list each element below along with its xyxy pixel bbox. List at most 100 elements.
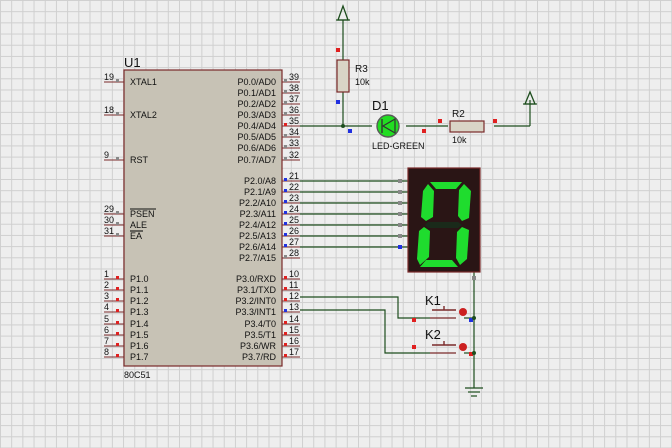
pin-number: 19 [104, 72, 114, 82]
segment-g [425, 222, 462, 228]
pin-number: 28 [289, 248, 299, 258]
junction-k2 [472, 351, 476, 355]
led-d1[interactable]: D1 LED-GREEN [348, 98, 426, 151]
pin-name: RST [130, 155, 149, 165]
pin-number: 36 [289, 105, 299, 115]
mcu-ref: U1 [124, 55, 141, 70]
pin-name: P0.4/AD4 [237, 121, 276, 131]
pin-number: 2 [104, 280, 109, 290]
pin-number: 4 [104, 302, 109, 312]
display-pin [398, 190, 402, 194]
pin-number: 12 [289, 291, 299, 301]
pin-name: PSEN [130, 209, 155, 219]
pin-name: P1.0 [130, 274, 149, 284]
pin-name: P2.7/A15 [239, 253, 276, 263]
segment-c [456, 227, 469, 265]
k2-pin-left [412, 345, 416, 349]
pin-name: P1.1 [130, 285, 149, 295]
pin-number: 35 [289, 116, 299, 126]
resistor-r3[interactable]: R3 10k [336, 48, 370, 104]
seven-segment-display[interactable] [398, 167, 481, 280]
mcu-right-pins: 39P0.0/AD038P0.1/AD137P0.2/AD236P0.3/AD3… [235, 72, 300, 362]
pin-name: P3.2/INT0 [235, 296, 276, 306]
pin-number: 22 [289, 182, 299, 192]
display-pin [398, 234, 402, 238]
pin-number: 26 [289, 226, 299, 236]
mcu-body [123, 69, 283, 367]
pin-name: P3.5/T1 [244, 330, 276, 340]
mcu-part: 80C51 [124, 370, 151, 380]
d1-ref: D1 [372, 98, 389, 113]
pin-name: P0.0/AD0 [237, 77, 276, 87]
display-pins [398, 179, 476, 280]
switch-k1[interactable]: K1 [412, 293, 473, 322]
pin-name: ALE [130, 220, 147, 230]
power-terminal-2 [523, 90, 537, 105]
pin-name: P1.4 [130, 319, 149, 329]
pin-number: 1 [104, 269, 109, 279]
pin-name: P2.6/A14 [239, 242, 276, 252]
pin-name: P0.5/AD5 [237, 132, 276, 142]
pin-number: 18 [104, 105, 114, 115]
pin-number: 5 [104, 314, 109, 324]
pin-name: P0.2/AD2 [237, 99, 276, 109]
wire-int0-k1 [300, 296, 420, 319]
wires [300, 20, 531, 388]
resistor-r2[interactable]: R2 10k [438, 109, 497, 145]
pin-number: 39 [289, 72, 299, 82]
pin-name: P0.1/AD1 [237, 88, 276, 98]
pin-name: P2.3/A11 [240, 209, 276, 219]
pin-number: 38 [289, 83, 299, 93]
segment-f [421, 184, 434, 221]
junction-k1 [472, 316, 476, 320]
pin-name: P2.4/A12 [239, 220, 276, 230]
switch-k2[interactable]: K2 [412, 327, 473, 356]
display-pin [398, 223, 402, 227]
pin-name: P3.0/RXD [236, 274, 277, 284]
display-pin [398, 179, 402, 183]
pin-name: P2.0/A8 [244, 176, 276, 186]
pin-number: 33 [289, 138, 299, 148]
